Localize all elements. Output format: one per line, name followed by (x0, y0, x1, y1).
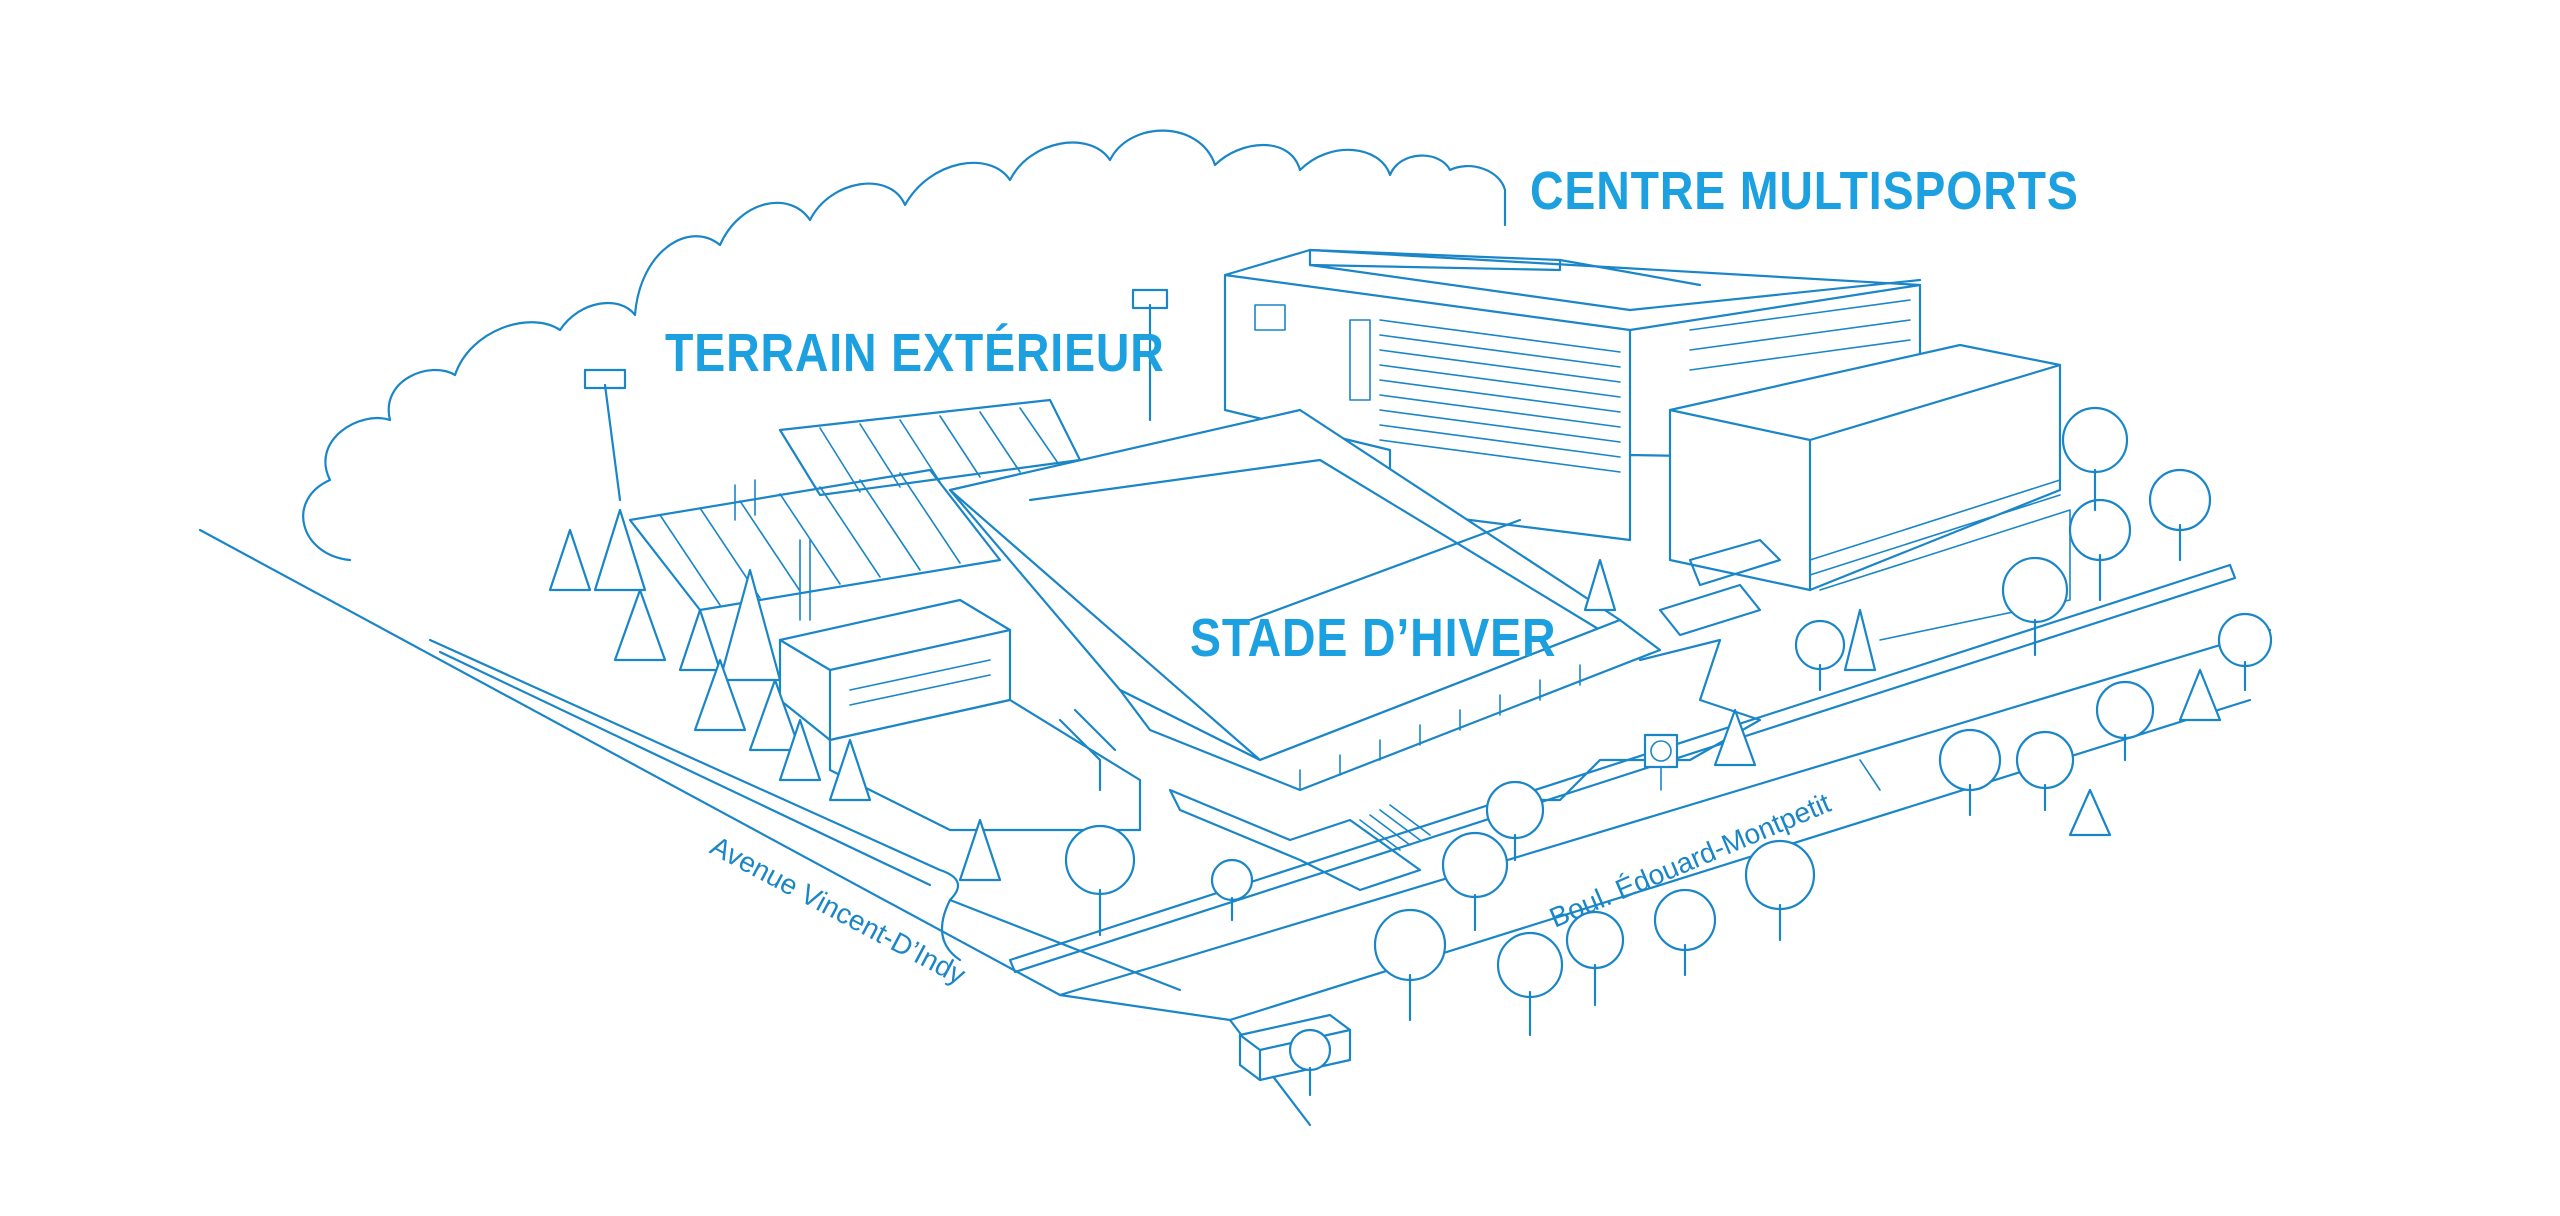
field-stripes (659, 472, 961, 606)
driveway (940, 898, 1232, 1022)
connector-walkway (1658, 538, 1782, 637)
clock-sign (1643, 733, 1679, 791)
entrance-plaza (1168, 788, 1422, 892)
field-surface (628, 468, 1002, 612)
centre-multisports-building (1223, 248, 1922, 542)
label-centre-multisports: CENTRE MULTISPORTS (1530, 161, 2079, 221)
street-line-edouard-montpetit (1058, 628, 2272, 997)
deciduous-trees (1064, 406, 2273, 1097)
sidewalk-curb-left (428, 638, 960, 902)
sidewalk-curb-right (1008, 563, 2237, 974)
tree-canopy-outline (302, 129, 1507, 562)
street-line-vincent-dindy (198, 528, 1062, 997)
light-tower-left (583, 368, 627, 502)
label-terrain-exterieur: TERRAIN EXTÉRIEUR (665, 323, 1165, 383)
bleacher-rows (819, 407, 1061, 493)
label-stade-hiver: STADE D’HIVER (1190, 608, 1557, 668)
multisports-annex-building (1668, 343, 2071, 641)
light-tower-right (1131, 288, 1169, 422)
street-divider (1859, 759, 1881, 791)
stade-hiver-arena (948, 408, 1662, 792)
conifer-trees (548, 508, 2222, 882)
clubhouse-building (778, 598, 1142, 832)
entrance-stairs (1359, 804, 1431, 851)
field-goal-posts (734, 479, 811, 621)
